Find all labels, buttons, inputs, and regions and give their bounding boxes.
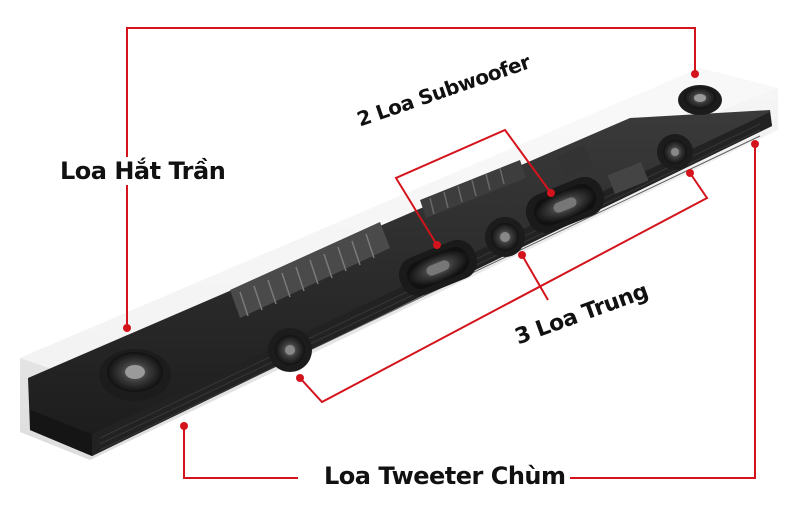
mid-speaker xyxy=(268,328,312,372)
leader-lines xyxy=(126,27,756,479)
mid-speaker xyxy=(657,134,693,170)
ceiling-speaker-right xyxy=(678,85,722,115)
subwoofer xyxy=(525,176,605,234)
subwoofer xyxy=(398,239,478,297)
circuit-board xyxy=(230,145,649,318)
label-tweeter: Loa Tweeter Chùm xyxy=(320,462,570,490)
mid-speaker xyxy=(485,217,525,257)
ceiling-speaker-left xyxy=(99,349,171,401)
label-ceiling-speaker: Loa Hắt Trần xyxy=(56,157,230,185)
leader-dots xyxy=(123,70,759,430)
